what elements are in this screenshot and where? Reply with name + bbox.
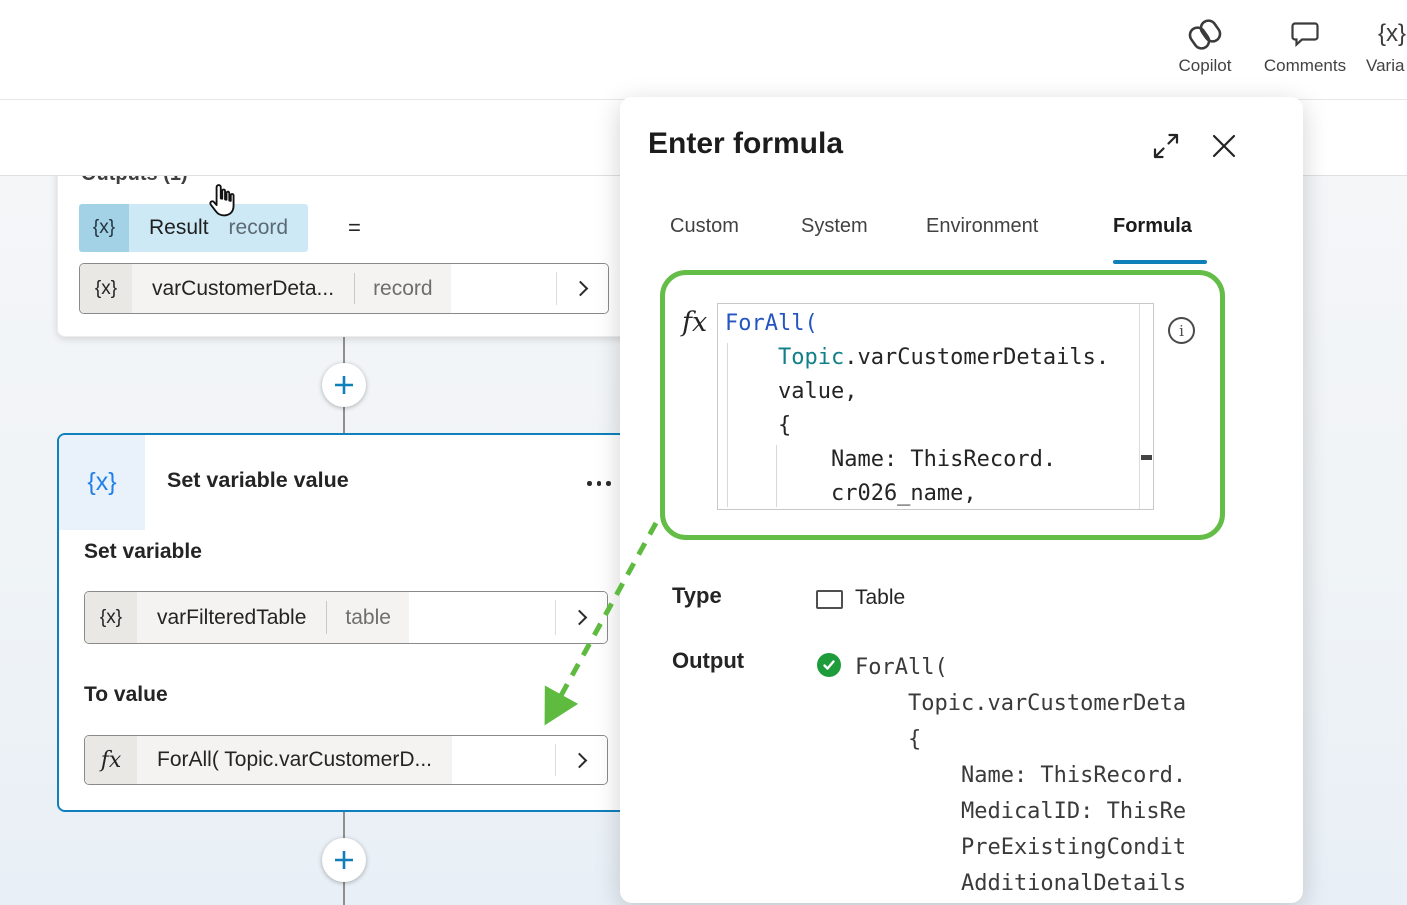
chevron-right-icon: [572, 280, 589, 297]
output-label: Output: [672, 648, 745, 673]
variable-name: Result: [149, 216, 209, 239]
segment-divider: [326, 601, 328, 634]
open-variable-picker-button[interactable]: [556, 592, 607, 643]
fx-icon: fx: [682, 307, 708, 338]
value-type: record: [373, 276, 433, 300]
value-type: table: [345, 605, 391, 629]
type-value: Table: [855, 586, 906, 609]
panel-title: Enter formula: [648, 127, 844, 160]
type-label: Type: [672, 583, 722, 608]
app-header: Copilot Comments {x} Varia: [0, 0, 1407, 100]
expand-icon: [1153, 133, 1179, 159]
chip-body: Result record: [129, 204, 309, 252]
add-node-button[interactable]: [322, 838, 366, 882]
editor-scrollbar[interactable]: [1139, 304, 1140, 509]
outputs-node-card[interactable]: Outputs (1) {x} Result record = {x} varC…: [57, 118, 642, 337]
tab-custom[interactable]: Custom: [670, 215, 739, 237]
variable-icon: {x}: [85, 592, 137, 643]
variable-type: record: [228, 216, 289, 239]
segment-divider: [354, 273, 356, 304]
to-value-label: To value: [84, 683, 168, 706]
comments-label: Comments: [1263, 56, 1347, 75]
add-node-button[interactable]: [322, 363, 366, 407]
formula-preview: ForAll( Topic.varCustomerD...: [157, 748, 433, 771]
row-spacer: [452, 736, 555, 784]
equals-sign: =: [348, 215, 361, 240]
formula-code: ForAll( Topic.varCustomerDetails. value,…: [725, 311, 1110, 506]
success-check-icon: [817, 653, 841, 677]
formula-editor-highlight: fx ForAll( Topic.varCustomerDetails. val…: [660, 270, 1225, 540]
variable-node-icon: {x}: [87, 468, 117, 496]
tab-environment[interactable]: Environment: [926, 215, 1039, 237]
comment-icon: [1290, 18, 1320, 50]
more-options-button[interactable]: [583, 477, 615, 490]
row-spacer: [450, 264, 556, 313]
variable-icon: {x}: [79, 204, 129, 252]
value-segment: varFilteredTable table: [137, 592, 409, 643]
indent-guide: [776, 445, 777, 507]
chevron-right-icon: [571, 752, 588, 768]
comments-button[interactable]: Comments: [1260, 18, 1350, 76]
scrollbar-mark: [1141, 455, 1152, 460]
active-tab-indicator: [1113, 260, 1207, 264]
close-panel-button[interactable]: [1208, 130, 1240, 162]
copilot-icon: [1187, 18, 1223, 50]
formula-fx-icon: fx: [85, 736, 137, 784]
value-name: varCustomerDeta...: [152, 276, 335, 300]
set-variable-label: Set variable: [84, 540, 202, 563]
variables-button[interactable]: {x} Varia: [1366, 18, 1407, 76]
result-variable-chip[interactable]: {x} Result record: [79, 204, 309, 252]
tab-formula[interactable]: Formula: [1113, 215, 1192, 237]
chevron-right-icon: [571, 609, 588, 626]
copilot-label: Copilot: [1178, 56, 1232, 75]
set-variable-node-card[interactable]: {x} Set variable value Set variable {x} …: [57, 433, 642, 812]
segment-divider: [555, 744, 556, 776]
value-segment: ForAll( Topic.varCustomerD...: [137, 736, 453, 784]
open-value-picker-button[interactable]: [557, 264, 608, 313]
node-title: Set variable value: [167, 468, 349, 492]
variables-label: Varia: [1366, 56, 1405, 75]
variables-icon: {x}: [1378, 20, 1407, 47]
table-type-icon: [816, 590, 843, 609]
variable-icon: {x}: [80, 264, 132, 313]
output-preview-code: ForAll( Topic.varCustomerDeta { Name: Th…: [855, 655, 1187, 896]
indent-guide: [727, 343, 728, 507]
set-variable-field[interactable]: {x} varFilteredTable table: [84, 591, 608, 644]
copilot-button[interactable]: Copilot: [1172, 18, 1238, 76]
formula-code-editor[interactable]: ForAll( Topic.varCustomerDetails. value,…: [717, 303, 1154, 510]
enter-formula-panel: Enter formula Custom System Environment …: [620, 97, 1303, 903]
segment-divider: [556, 272, 557, 305]
plus-icon: [335, 376, 353, 394]
value-name: varFilteredTable: [157, 605, 307, 629]
output-value-field[interactable]: {x} varCustomerDeta... record: [79, 263, 609, 314]
info-button[interactable]: i: [1168, 317, 1195, 344]
to-value-field[interactable]: fx ForAll( Topic.varCustomerD...: [84, 735, 608, 785]
open-formula-editor-button[interactable]: [556, 736, 607, 784]
value-segment: varCustomerDeta... record: [132, 264, 451, 313]
plus-icon: [335, 851, 353, 869]
close-icon: [1212, 134, 1236, 158]
tab-system[interactable]: System: [801, 215, 868, 237]
row-spacer: [408, 592, 555, 643]
expand-panel-button[interactable]: [1150, 130, 1182, 162]
node-icon-strip: {x}: [59, 435, 145, 530]
